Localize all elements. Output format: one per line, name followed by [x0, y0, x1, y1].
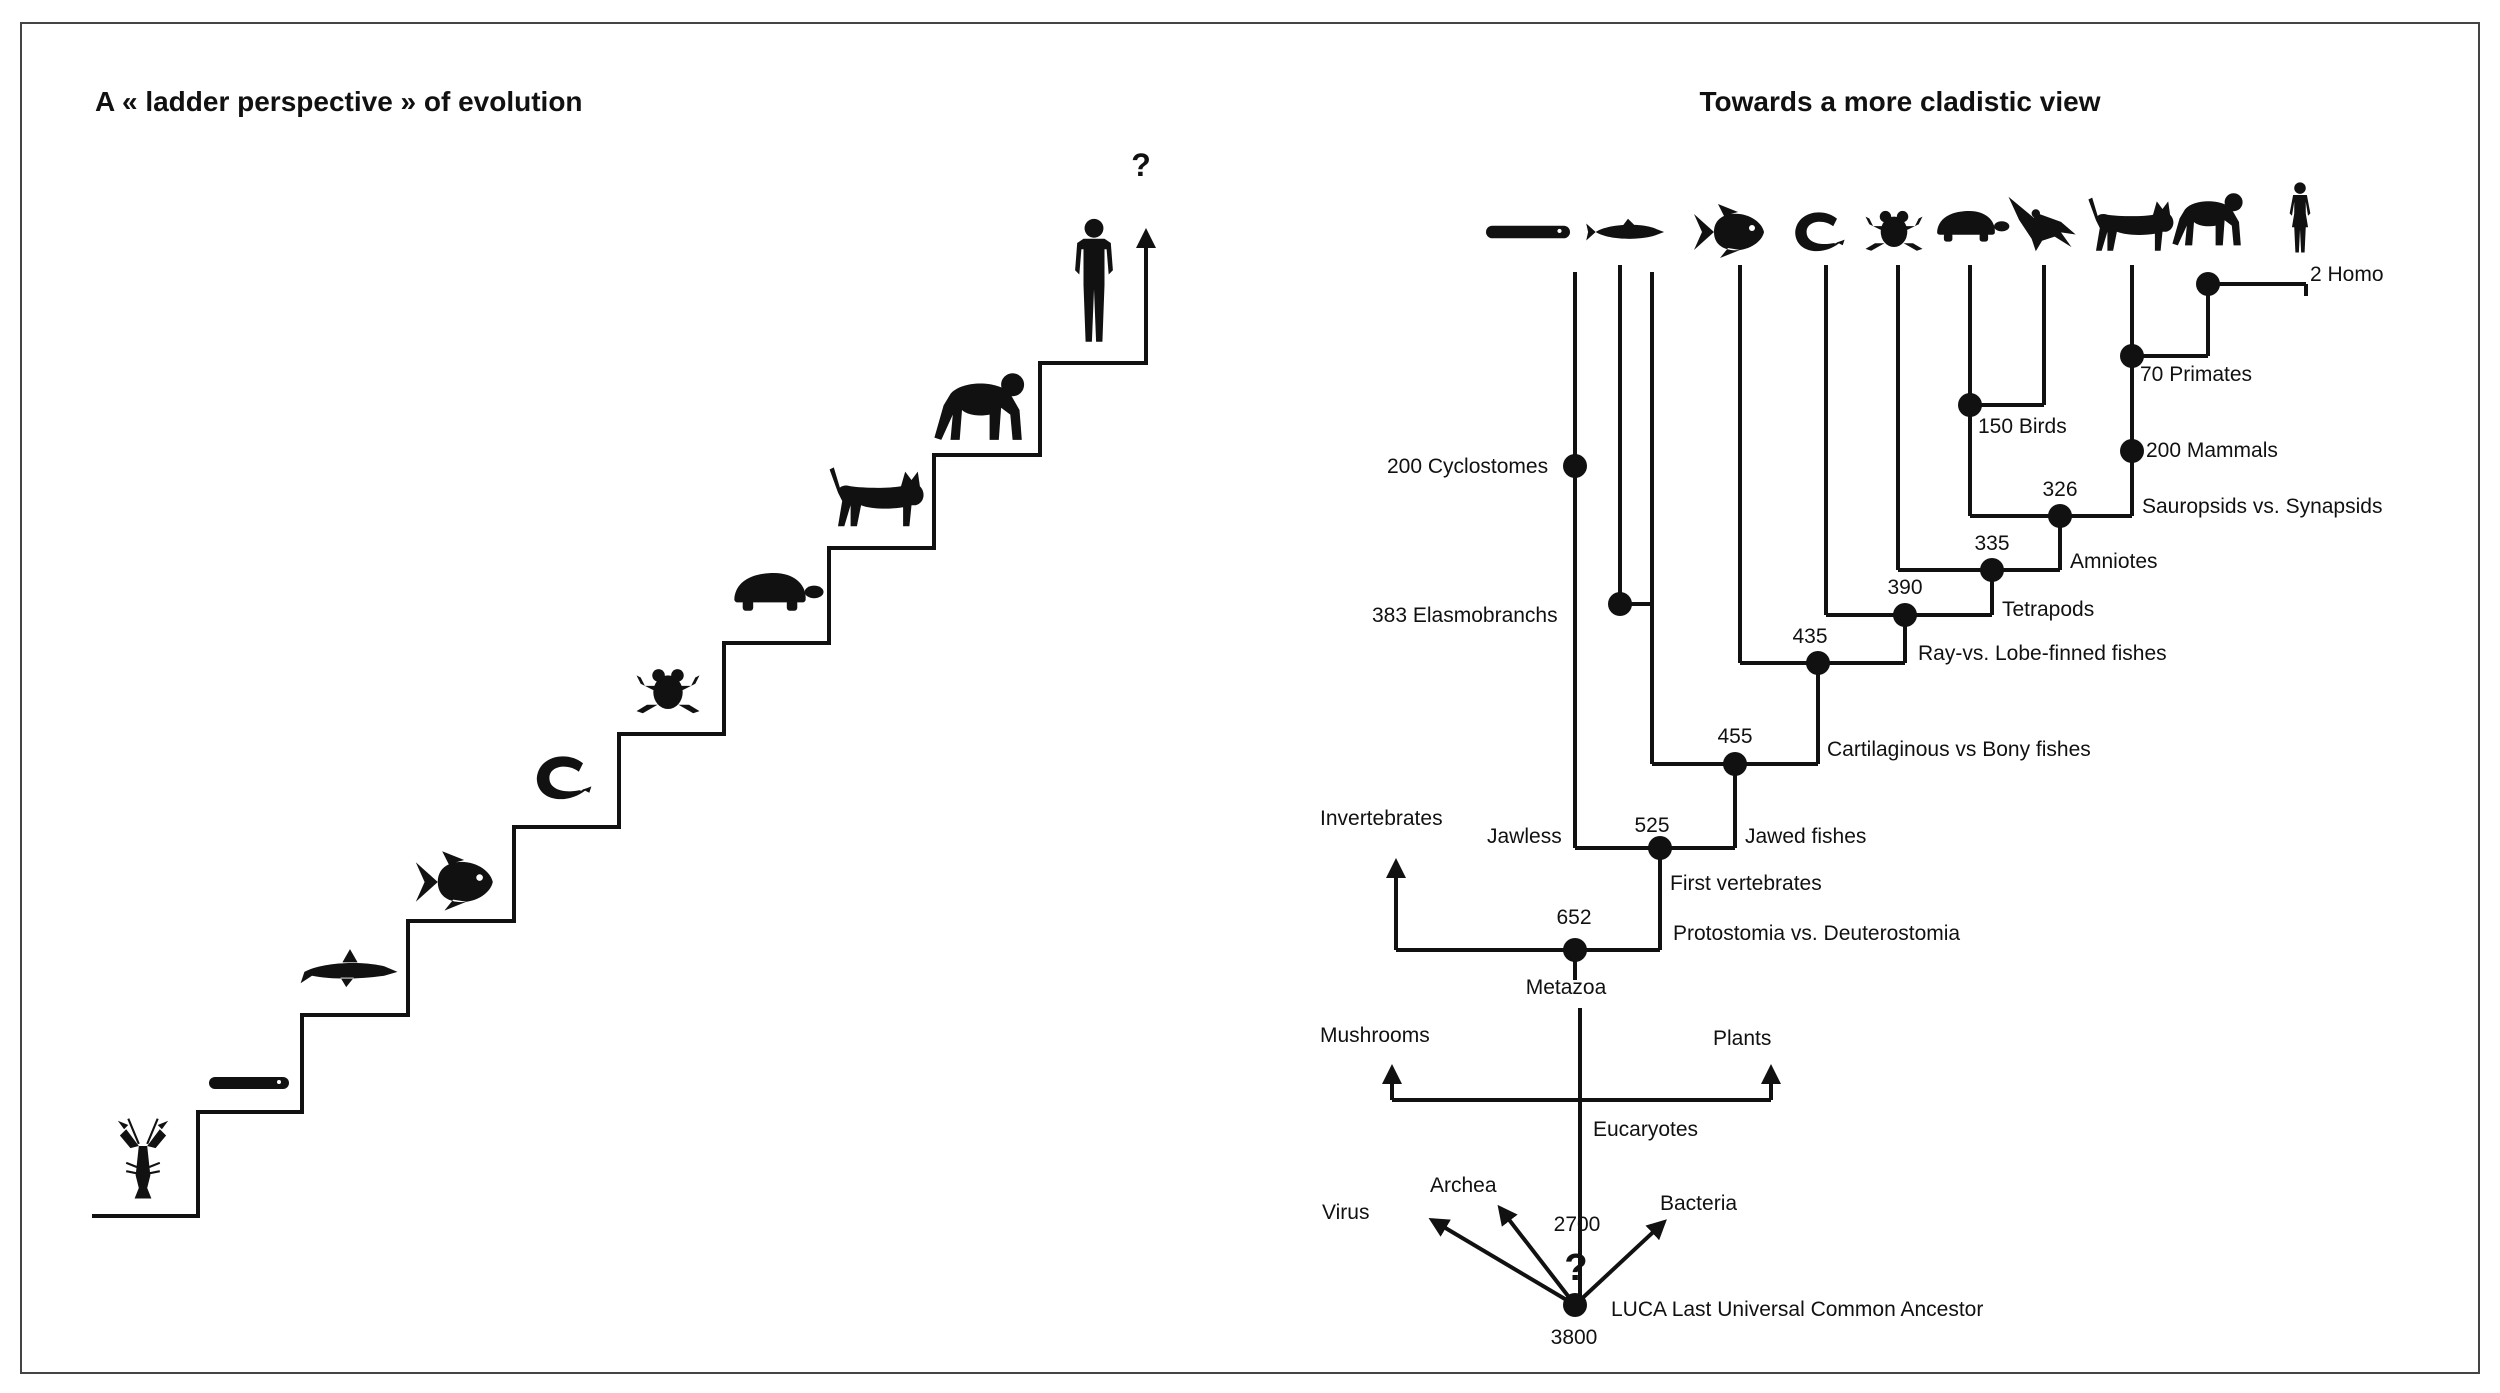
- label-652: 652: [1556, 906, 1591, 929]
- label-ray-lobe: Ray-vs. Lobe-finned fishes: [1918, 642, 2167, 665]
- lamprey-icon: [209, 1077, 289, 1089]
- tree-frog-icon: [1865, 210, 1923, 251]
- figure-frame: [20, 22, 2480, 1374]
- shark-icon: [296, 949, 398, 988]
- label-birds: 150 Birds: [1978, 415, 2067, 438]
- label-cartilaginous-bony: Cartilaginous vs Bony fishes: [1827, 738, 2091, 761]
- frog-icon: [636, 669, 700, 714]
- label-335: 335: [1974, 532, 2009, 555]
- eel-icon: [536, 756, 592, 800]
- crayfish-icon: [116, 1117, 170, 1200]
- label-mushrooms: Mushrooms: [1320, 1024, 1430, 1047]
- ladder-question-mark: ?: [1131, 147, 1151, 183]
- right-title: Towards a more cladistic view: [1700, 86, 2101, 117]
- label-virus: Virus: [1322, 1201, 1369, 1224]
- tree-bird-icon: [2008, 196, 2076, 252]
- label-jawless: Jawless: [1487, 825, 1562, 848]
- cat-icon: [829, 467, 924, 527]
- phylogenetic-tree: [1382, 265, 2308, 1307]
- label-protostomia: Protostomia vs. Deuterostomia: [1673, 922, 1960, 945]
- label-cyclostomes: 200 Cyclostomes: [1387, 455, 1548, 478]
- label-326: 326: [2042, 478, 2077, 501]
- label-2700: 2700: [1554, 1213, 1601, 1236]
- label-bacteria: Bacteria: [1660, 1192, 1737, 1215]
- label-amniotes: Amniotes: [2070, 550, 2158, 573]
- label-elasmobranchs: 383 Elasmobranchs: [1372, 604, 1558, 627]
- label-eucaryotes: Eucaryotes: [1593, 1118, 1698, 1141]
- label-390: 390: [1887, 576, 1922, 599]
- ladder-staircase: [92, 247, 1148, 1218]
- label-luca: LUCA Last Universal Common Ancestor: [1611, 1298, 1983, 1321]
- label-mammals: 200 Mammals: [2146, 439, 2278, 462]
- label-525: 525: [1634, 814, 1669, 837]
- tree-turtle-icon: [1937, 211, 2010, 242]
- tree-lamprey-icon: [1486, 225, 1570, 239]
- turtle-icon: [734, 573, 824, 611]
- goldfish-icon: [415, 851, 493, 911]
- label-455: 455: [1717, 725, 1752, 748]
- label-jawed-fishes: Jawed fishes: [1745, 825, 1866, 848]
- label-plants: Plants: [1713, 1027, 1771, 1050]
- tree-goldfish-icon: [1694, 204, 1764, 258]
- left-title: A « ladder perspective » of evolution: [95, 86, 583, 117]
- label-invertebrates: Invertebrates: [1320, 807, 1443, 830]
- chimpanzee-icon: [934, 373, 1025, 440]
- luca-question-mark: ?: [1564, 1247, 1587, 1289]
- label-metazoa: Metazoa: [1526, 976, 1607, 999]
- tree-cat-icon: [2088, 197, 2174, 251]
- tree-nodes: [1563, 272, 2220, 1317]
- human-icon: [1075, 218, 1113, 342]
- tree-shark-icon: [1586, 218, 1665, 241]
- label-archea: Archea: [1430, 1174, 1497, 1197]
- label-homo: 2 Homo: [2310, 263, 2384, 286]
- label-3800: 3800: [1551, 1326, 1598, 1349]
- tree-woman-icon: [2289, 182, 2311, 253]
- label-first-vertebrates: First vertebrates: [1670, 872, 1822, 895]
- tree-eel-icon: [1795, 212, 1845, 252]
- label-sauropsids: Sauropsids vs. Synapsids: [2142, 495, 2382, 518]
- label-primates: 70 Primates: [2140, 363, 2252, 386]
- label-tetrapods: Tetrapods: [2002, 598, 2094, 621]
- tree-chimpanzee-icon: [2172, 193, 2243, 246]
- label-435: 435: [1792, 625, 1827, 648]
